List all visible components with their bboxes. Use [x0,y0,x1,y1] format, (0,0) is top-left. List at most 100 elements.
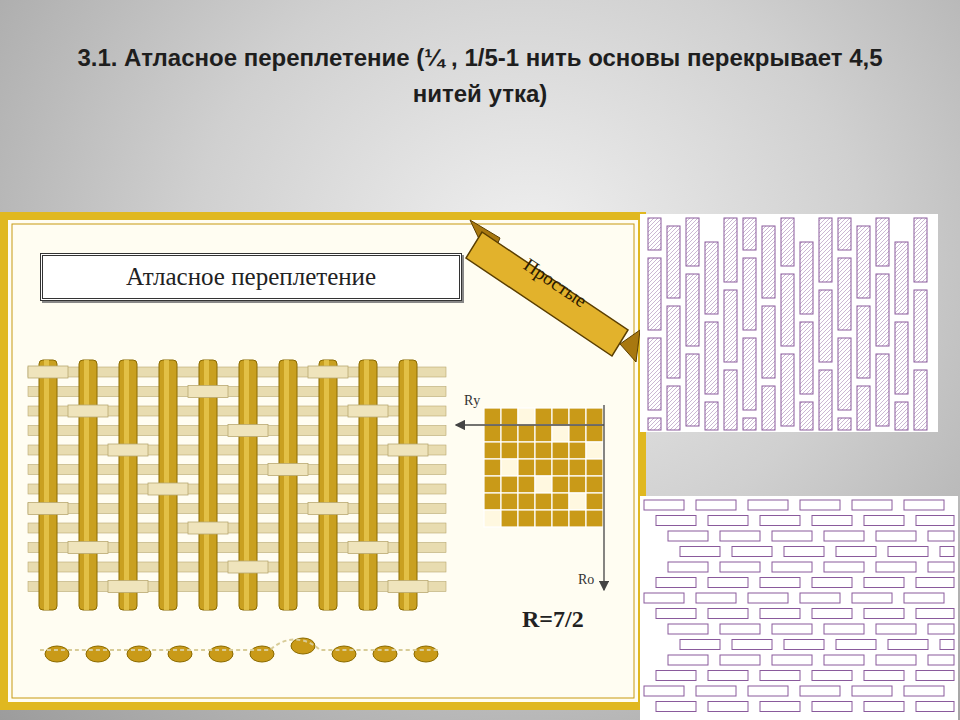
float [644,686,684,696]
warp-thread [119,360,137,610]
warp-highlight [284,360,289,610]
float [667,226,680,298]
float [838,418,851,430]
float [724,218,737,282]
float [857,226,870,298]
grid-cell [501,442,518,459]
grid-cell [518,459,535,476]
annotation: Rу [464,393,480,409]
cross-section [40,638,440,662]
grid-cell [586,493,603,510]
thread-section [168,646,192,662]
ribbon-shape [466,220,640,362]
float [812,516,852,526]
weft-float [308,366,348,378]
grid-cell [501,493,518,510]
float [648,258,661,330]
weft-float [308,503,348,515]
float [838,258,851,330]
float [928,655,954,665]
weave-illustration [28,360,446,610]
grid-cell [569,425,586,442]
annotation: Rо [578,572,594,588]
weft-float [68,542,108,554]
grid-cell [518,442,535,459]
weft-float [188,386,228,398]
weft-float [28,503,68,515]
warp-highlight [124,360,129,610]
float [864,516,904,526]
float [916,671,954,681]
grid-cell [518,493,535,510]
float [784,547,824,557]
float [852,686,892,696]
float [760,516,800,526]
float [888,640,928,650]
float [720,655,760,665]
warp-thread [319,360,337,610]
float [852,593,892,603]
float [696,686,736,696]
float [762,226,775,298]
float [819,370,832,430]
grid-cell [586,510,603,527]
float [748,593,788,603]
thread-section [373,646,397,662]
grid-cell [586,425,603,442]
float [904,686,944,696]
weft-float [348,405,388,417]
warp-thread [79,360,97,610]
satin-sample [648,218,927,430]
float [656,516,696,526]
warp-highlight [44,360,49,610]
float [644,500,684,510]
float [819,218,832,282]
float [656,609,696,619]
grid-cell [535,510,552,527]
weft-float [388,581,428,593]
grid-cell [552,493,569,510]
grid-cell [586,442,603,459]
weft-float [188,522,228,534]
float [800,322,813,394]
float [940,547,954,557]
grid-cell [535,476,552,493]
float [720,531,760,541]
float [781,218,794,266]
float [824,655,864,665]
float [696,500,736,510]
float [760,702,800,712]
float [648,418,661,430]
weft-float [268,464,308,476]
grid-cell [569,510,586,527]
float [864,702,904,712]
grid-cell [535,459,552,476]
grid-cell [552,510,569,527]
grid-cell [501,459,518,476]
float [940,640,954,650]
float [916,578,954,588]
float [812,578,852,588]
grid-cell [569,459,586,476]
grid-cell [586,408,603,425]
float [838,338,851,410]
float [916,702,954,712]
float [656,671,696,681]
float [928,624,954,634]
grid-cell [552,425,569,442]
weft-float [348,542,388,554]
warp-highlight [404,360,409,610]
float [857,306,870,378]
grid-cell [535,425,552,442]
float [743,338,756,410]
float [876,624,916,634]
float [928,562,954,572]
grid-cell [484,442,501,459]
float [708,671,748,681]
grid-cell [501,408,518,425]
float [824,531,864,541]
label-box: Атласное переплетение [40,253,462,301]
float [836,547,876,557]
float [928,531,954,541]
float [760,671,800,681]
